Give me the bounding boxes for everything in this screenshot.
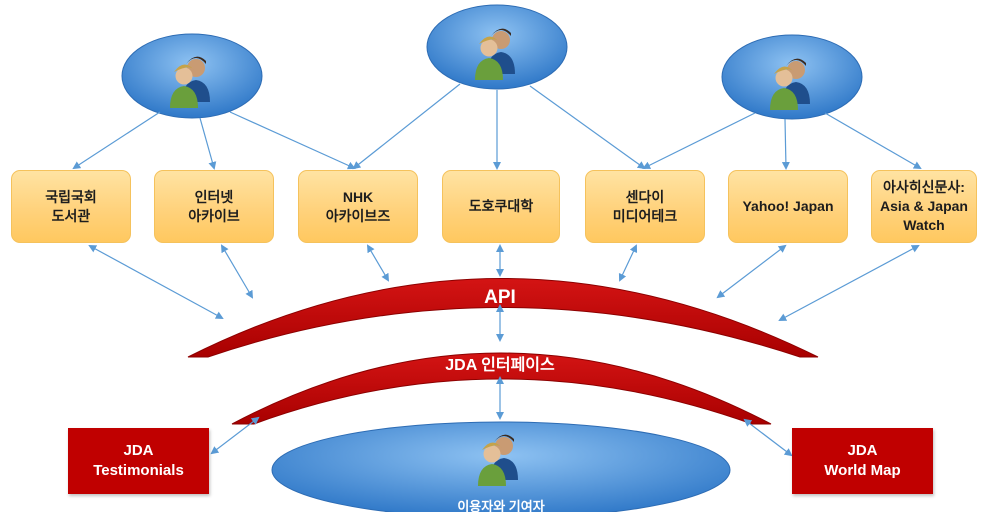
user-group-left [121,33,263,119]
org-label: Yahoo! Japan [742,198,834,214]
users-contributors-ellipse [271,421,731,512]
org-label: 센다이 미디어테크 [612,188,678,224]
org-label: NHK 아카이브즈 [325,188,391,224]
center-connectors [210,304,793,457]
api-arc [187,278,819,358]
org-internet-archive: 인터넷 아카이브 [154,170,274,243]
api-label: API [484,287,516,308]
org-label: 아사히신문사: Asia & Japan Watch [880,179,968,233]
org-label: 국립국회 도서관 [45,188,97,224]
org-label: 인터넷 아카이브 [188,188,240,224]
top-connectors [72,83,922,170]
jda-testimonials-box: JDA Testimonials [68,428,209,494]
org-nhk-archives: NHK 아카이브즈 [298,170,418,243]
testimonials-label: JDA Testimonials [93,442,184,479]
user-group-center [426,4,568,90]
world-map-label: JDA World Map [824,442,901,479]
api-connectors [88,244,920,321]
org-tohoku-university: 도호쿠대학 [442,170,560,243]
org-label: 도호쿠대학 [468,198,534,214]
user-group-right [721,34,863,120]
org-sendai-mediatheque: 센다이 미디어테크 [585,170,705,243]
jda-interface-label: JDA 인터페이스 [445,357,555,374]
org-yahoo-japan: Yahoo! Japan [728,170,848,243]
users-contributors-label: 이용자와 기여자 [457,499,545,514]
jda-world-map-box: JDA World Map [792,428,933,494]
org-asahi-shimbun: 아사히신문사: Asia & Japan Watch [871,170,977,243]
org-national-diet-library: 국립국회 도서관 [11,170,131,243]
